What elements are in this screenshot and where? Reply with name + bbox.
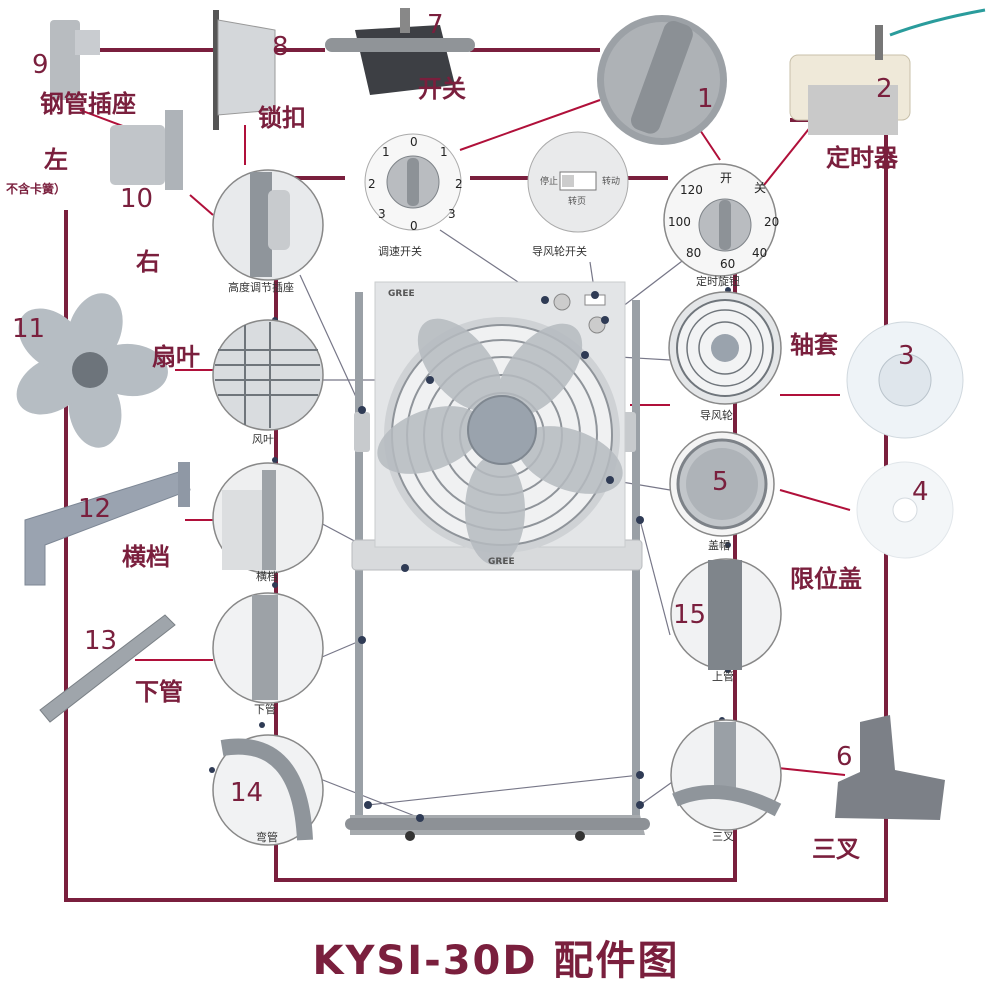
- timer-dial-60: 60: [720, 257, 736, 271]
- part-number-6: 6: [836, 742, 853, 772]
- label-limit-cap: 限位盖: [790, 565, 862, 593]
- magnifier-tee: [670, 719, 782, 831]
- timer-dial-40: 40: [752, 246, 768, 260]
- speed-switch-dial: [364, 133, 462, 231]
- switch-label-page: 转页: [568, 197, 587, 207]
- speed-dial-2: 2: [368, 177, 376, 191]
- brand-logo-top: GREE: [388, 289, 415, 299]
- part-number-1: 1: [697, 84, 714, 114]
- magnifier-height-socket: [212, 169, 324, 281]
- magnifier-lower-tube: [212, 592, 324, 704]
- part-number-2: 2: [876, 74, 893, 104]
- caption-cover: 盖帽: [708, 539, 730, 552]
- part-number-13: 13: [84, 626, 118, 656]
- switch-label-stop: 停止: [540, 177, 559, 187]
- part-number-11: 11: [12, 314, 46, 344]
- caption-height-socket: 高度调节插座: [228, 281, 294, 294]
- speed-dial-top: 0: [410, 135, 418, 149]
- label-bushing: 轴套: [790, 331, 838, 359]
- part-2-timer: [789, 8, 986, 135]
- magnifier-bend-tube: [212, 734, 324, 846]
- speed-dial-7: 3: [448, 207, 456, 221]
- part-number-7: 7: [427, 10, 444, 40]
- caption-speed-switch: 调速开关: [378, 245, 422, 258]
- part-9-socket: [50, 20, 100, 100]
- part-number-10: 10: [120, 184, 154, 214]
- part-13-lower-tube: [39, 614, 176, 723]
- part-8-lock: [213, 10, 276, 130]
- part-number-8: 8: [272, 32, 289, 62]
- magnifier-timer-knob: [663, 163, 777, 277]
- part-number-9: 9: [32, 50, 49, 80]
- part-number-12: 12: [78, 494, 112, 524]
- page-title: KYSI-30D 配件图: [312, 938, 680, 984]
- part-number-4: 4: [912, 477, 929, 507]
- part-1-knob: [597, 15, 727, 145]
- caption-fan-blade: 风叶: [252, 433, 274, 446]
- speed-dial-5: 1: [440, 145, 448, 159]
- part-10-socket: [110, 110, 183, 190]
- part-number-5: 5: [712, 467, 729, 497]
- fan-body: [374, 281, 626, 565]
- caption-guide-wheel: 导风轮: [700, 409, 733, 422]
- part-number-3: 3: [898, 341, 915, 371]
- brand-logo-bar: GREE: [488, 557, 515, 567]
- magnifier-crossbar: [212, 462, 324, 574]
- speed-dial-1: 1: [382, 145, 390, 159]
- label-right: 右: [136, 248, 160, 276]
- label-crossbar: 横档: [122, 543, 170, 571]
- timer-dial-off: 关: [754, 181, 767, 195]
- label-blade: 扇叶: [152, 343, 200, 371]
- caption-crossbar: 横档: [256, 570, 278, 583]
- part-4-limit-cap: [856, 461, 954, 559]
- part-11-fan-blade: [16, 293, 168, 448]
- caption-timer-knob: 定时旋钮: [696, 275, 740, 288]
- part-number-14: 14: [230, 778, 264, 808]
- caption-tee: 三叉: [712, 830, 734, 843]
- speed-dial-6: 0: [410, 219, 418, 233]
- label-switch: 开关: [418, 75, 466, 103]
- label-left-note: 不含卡簧）: [6, 182, 67, 196]
- label-left: 左: [44, 146, 68, 174]
- guide-switch-panel: [527, 131, 629, 233]
- label-lock: 锁扣: [258, 104, 306, 132]
- timer-dial-80: 80: [686, 246, 702, 260]
- timer-dial-120: 120: [680, 183, 703, 197]
- magnifier-fan-blade: [212, 319, 324, 431]
- magnifier-upper-tube: [670, 558, 782, 670]
- part-12-crossbar: [24, 462, 191, 586]
- timer-dial-20: 20: [764, 215, 780, 229]
- label-tee: 三叉: [812, 835, 860, 863]
- caption-guide-switch: 导风轮开关: [532, 245, 587, 258]
- switch-label-run: 转动: [602, 177, 621, 187]
- timer-dial-100: 100: [668, 215, 691, 229]
- label-timer: 定时器: [826, 144, 898, 172]
- magnifier-guide-wheel: [668, 291, 782, 405]
- label-lower-tube: 下管: [135, 678, 183, 706]
- speed-dial-3: 3: [378, 207, 386, 221]
- part-6-tee: [835, 715, 945, 820]
- speed-dial-4: 2: [455, 177, 463, 191]
- timer-dial-on: 开: [720, 171, 733, 185]
- part-number-15: 15: [673, 600, 707, 630]
- caption-lower-tube: 下管: [254, 703, 276, 716]
- caption-bend-tube: 弯管: [256, 831, 278, 844]
- label-steel-socket: 钢管插座: [40, 90, 136, 118]
- part-7-switch: [325, 8, 475, 95]
- part-3-bushing: [846, 321, 964, 439]
- magnifier-cover: [669, 431, 775, 537]
- caption-upper-tube: 上管: [712, 670, 734, 683]
